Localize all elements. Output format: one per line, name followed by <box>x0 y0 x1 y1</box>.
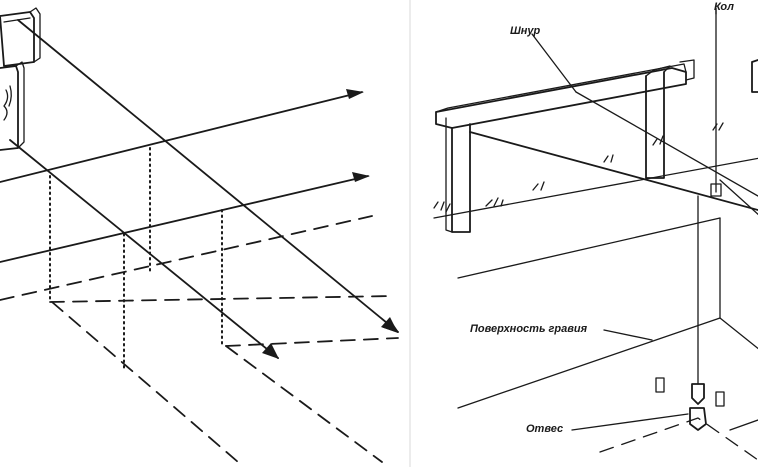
batter-board <box>435 59 695 233</box>
label-stake: Кол <box>714 1 734 13</box>
right-figure: Кол Шнур Поверхность гравия Отвес <box>433 1 758 461</box>
batter-board-right <box>751 59 758 93</box>
cord-line <box>469 131 758 211</box>
arrow-head-cord-1 <box>346 89 364 99</box>
dashed-ground-line-4 <box>51 301 239 463</box>
horizontal-cord-2 <box>0 175 369 263</box>
label-gravel-surface: Поверхность гравия <box>470 323 588 335</box>
leader-plumb <box>571 413 689 431</box>
left-figure <box>0 7 399 463</box>
leader-cord <box>531 33 577 93</box>
small-stake-2 <box>715 391 725 407</box>
horizontal-cord-1 <box>0 91 363 183</box>
dashed-ground-line-5 <box>225 345 383 463</box>
dashed-ground-line-3 <box>225 337 399 347</box>
stake-block <box>710 183 722 197</box>
arrow-fill-diagonal-lower <box>262 343 279 359</box>
cord-line-2 <box>575 91 758 197</box>
plumb-bob-lower <box>689 407 707 431</box>
corner-batter-board <box>0 7 41 151</box>
plumb-cross-dashed <box>599 417 758 461</box>
excavation-outline <box>457 179 758 409</box>
label-cord: Шнур <box>510 25 541 37</box>
small-stake-1 <box>655 377 665 393</box>
ground-surface <box>433 122 758 219</box>
diagonal-cord-lower <box>9 139 279 359</box>
diagonal-cord-upper <box>17 19 399 333</box>
arrow-fill-diagonal-upper <box>381 317 398 333</box>
label-plumb: Отвес <box>526 423 563 435</box>
arrow-head-cord-2 <box>352 172 370 182</box>
leader-right-edge <box>729 419 758 431</box>
dashed-ground-line-1 <box>0 215 373 301</box>
plumb-bob <box>691 383 705 405</box>
leader-gravel <box>603 329 653 341</box>
